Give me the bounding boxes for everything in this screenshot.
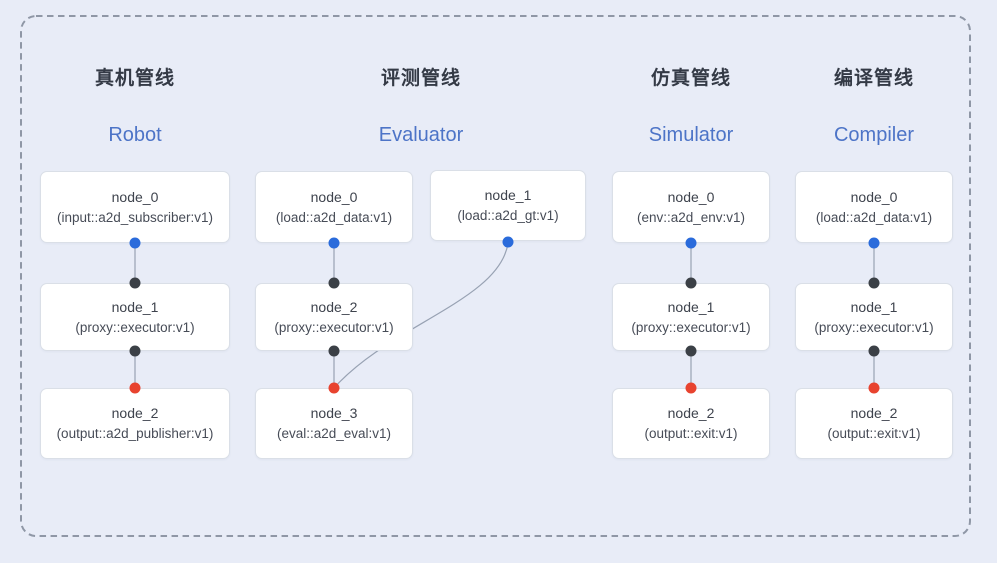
port-dark-dot [328, 277, 340, 289]
node-title: node_2 [111, 405, 159, 422]
node-subtitle: (proxy::executor:v1) [631, 319, 751, 335]
pipeline-title-en-evaluator: Evaluator [378, 124, 464, 146]
node-subtitle: (load::a2d_data:v1) [275, 209, 393, 225]
node-title: node_2 [850, 405, 898, 422]
node-title: node_1 [111, 298, 159, 315]
port-dark-dot [685, 277, 697, 289]
node-subtitle: (load::a2d_data:v1) [815, 209, 933, 225]
edge-evaluator-n1-n3-curve [333, 242, 509, 389]
pipeline-title-en-robot: Robot [108, 124, 162, 146]
port-blue-dot [129, 237, 141, 249]
node-title: node_0 [310, 188, 358, 205]
node-title: node_0 [111, 188, 159, 205]
node-simulator-2: node_2 (output::exit:v1) [612, 388, 770, 459]
pipeline-title-cn-simulator: 仿真管线 [650, 68, 732, 89]
node-title: node_1 [850, 298, 898, 315]
node-subtitle: (output::exit:v1) [827, 426, 921, 442]
pipeline-title-en-simulator: Simulator [648, 124, 734, 146]
port-red-dot [868, 382, 880, 394]
port-dark-dot [868, 345, 880, 357]
pipeline-title-en-compiler: Compiler [833, 124, 915, 146]
node-simulator-1: node_1 (proxy::executor:v1) [612, 283, 770, 351]
port-dark-dot [868, 277, 880, 289]
node-evaluator-1: node_1 (load::a2d_gt:v1) [430, 170, 586, 241]
port-red-dot [129, 382, 141, 394]
node-evaluator-0: node_0 (load::a2d_data:v1) [255, 171, 413, 243]
node-subtitle: (eval::a2d_eval:v1) [276, 426, 392, 442]
node-robot-2: node_2 (output::a2d_publisher:v1) [40, 388, 230, 459]
pipeline-title-cn-evaluator: 评测管线 [380, 68, 462, 89]
pipeline-title-cn-robot: 真机管线 [94, 68, 176, 89]
port-dark-dot [129, 345, 141, 357]
port-red-dot [328, 382, 340, 394]
node-compiler-0: node_0 (load::a2d_data:v1) [795, 171, 953, 243]
port-red-dot [685, 382, 697, 394]
port-blue-dot [502, 236, 514, 248]
node-title: node_1 [484, 187, 532, 204]
port-blue-dot [868, 237, 880, 249]
port-blue-dot [328, 237, 340, 249]
node-subtitle: (env::a2d_env:v1) [636, 209, 746, 225]
node-subtitle: (input::a2d_subscriber:v1) [56, 209, 214, 225]
node-subtitle: (proxy::executor:v1) [274, 319, 394, 335]
node-subtitle: (output::a2d_publisher:v1) [56, 426, 214, 442]
node-subtitle: (proxy::executor:v1) [814, 319, 934, 335]
pipeline-title-cn-compiler: 编译管线 [833, 68, 915, 89]
node-robot-1: node_1 (proxy::executor:v1) [40, 283, 230, 351]
node-title: node_3 [310, 405, 358, 422]
node-evaluator-2: node_2 (proxy::executor:v1) [255, 283, 413, 351]
dashed-boundary [20, 15, 971, 537]
node-simulator-0: node_0 (env::a2d_env:v1) [612, 171, 770, 243]
node-compiler-2: node_2 (output::exit:v1) [795, 388, 953, 459]
node-title: node_2 [667, 405, 715, 422]
node-subtitle: (load::a2d_gt:v1) [457, 208, 559, 224]
node-title: node_0 [667, 188, 715, 205]
node-subtitle: (output::exit:v1) [644, 426, 738, 442]
node-title: node_2 [310, 298, 358, 315]
node-subtitle: (proxy::executor:v1) [75, 319, 195, 335]
node-robot-0: node_0 (input::a2d_subscriber:v1) [40, 171, 230, 243]
port-dark-dot [685, 345, 697, 357]
node-evaluator-3: node_3 (eval::a2d_eval:v1) [255, 388, 413, 459]
node-title: node_0 [850, 188, 898, 205]
node-compiler-1: node_1 (proxy::executor:v1) [795, 283, 953, 351]
port-dark-dot [129, 277, 141, 289]
port-blue-dot [685, 237, 697, 249]
port-dark-dot [328, 345, 340, 357]
node-title: node_1 [667, 298, 715, 315]
